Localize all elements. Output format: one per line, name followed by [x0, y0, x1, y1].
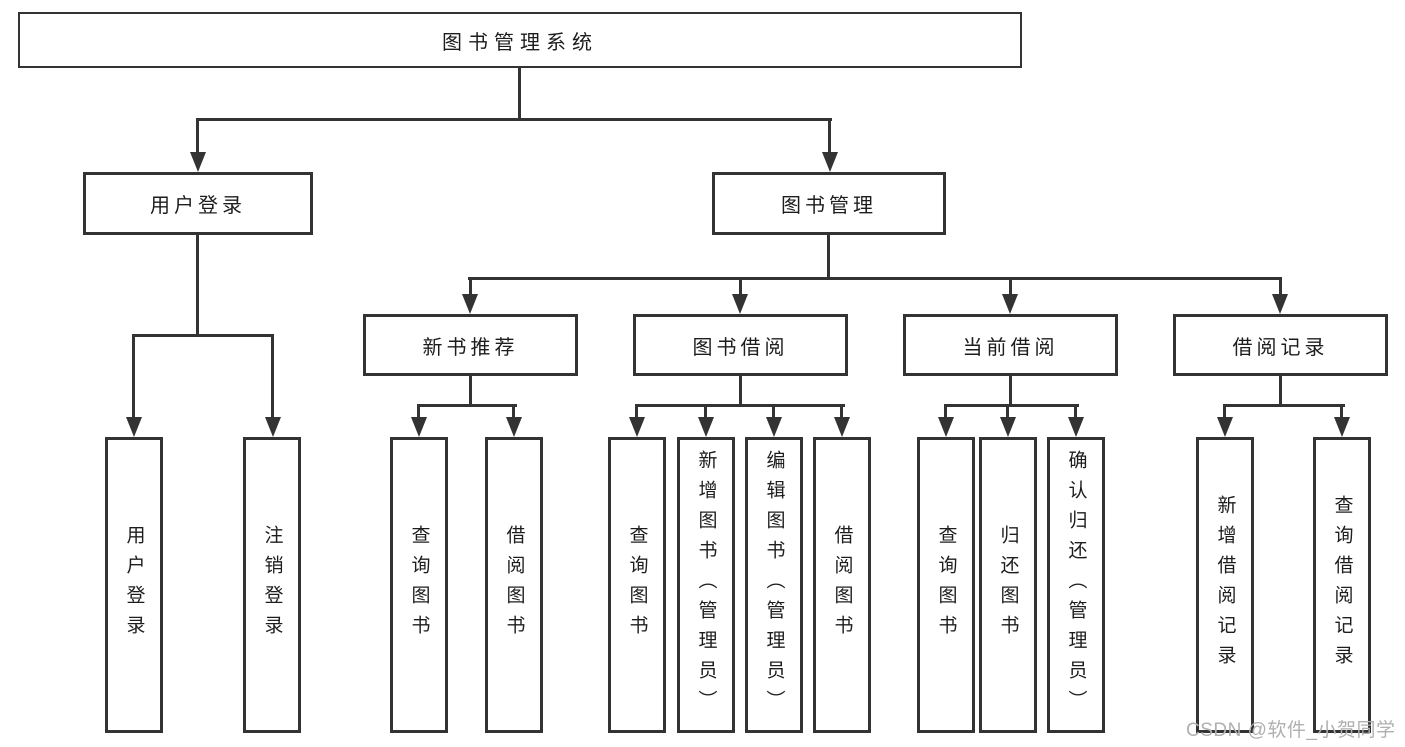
connector-line [132, 334, 135, 419]
connector-line [469, 376, 472, 406]
node-label: 图书管理 [781, 195, 877, 217]
connector-line [469, 277, 472, 296]
node-current-borrow: 当前借阅 [903, 314, 1118, 376]
node-leaf-borrow-book: 借阅图书 [813, 437, 871, 733]
arrow-down-icon [1217, 417, 1233, 437]
node-label: 新增图书（管理员） [695, 450, 717, 720]
node-leaf-add-book-admin: 新增图书（管理员） [677, 437, 735, 733]
node-book-borrow: 图书借阅 [633, 314, 848, 376]
arrow-down-icon [411, 417, 427, 437]
connector-line [512, 404, 515, 419]
arrow-down-icon [698, 417, 714, 437]
node-label: 查询图书 [408, 525, 430, 645]
node-leaf-borrow-query-book: 查询图书 [608, 437, 666, 733]
connector-line [827, 235, 830, 280]
node-label: 用户登录 [123, 525, 145, 645]
connector-line [1340, 404, 1343, 419]
node-user-login: 用户登录 [83, 172, 313, 235]
node-label: 新书推荐 [422, 336, 519, 359]
connector-line [132, 334, 274, 337]
connector-line [1009, 277, 1012, 296]
node-new-book-recommend: 新书推荐 [363, 314, 578, 376]
node-leaf-recommend-query-book: 查询图书 [390, 437, 448, 733]
connector-line [196, 118, 832, 121]
node-leaf-edit-book-admin: 编辑图书（管理员） [745, 437, 803, 733]
connector-line [1006, 404, 1009, 419]
arrow-down-icon [1000, 417, 1016, 437]
connector-line [417, 404, 517, 407]
node-leaf-query-borrow-record: 查询借阅记录 [1313, 437, 1371, 733]
arrow-down-icon [766, 417, 782, 437]
node-leaf-current-query-book: 查询图书 [917, 437, 975, 733]
node-label: 用户登录 [150, 195, 246, 217]
node-library-management-system: 图书管理系统 [18, 12, 1022, 68]
connector-line [1223, 404, 1345, 407]
node-label: 编辑图书（管理员） [763, 450, 785, 720]
node-label: 查询图书 [626, 525, 648, 645]
connector-line [1223, 404, 1226, 419]
csdn-watermark: CSDN @软件_小贺同学 [1186, 720, 1396, 741]
arrow-down-icon [1334, 417, 1350, 437]
arrow-down-icon [732, 294, 748, 314]
node-leaf-logout: 注销登录 [243, 437, 301, 733]
arrow-down-icon [506, 417, 522, 437]
arrow-down-icon [126, 417, 142, 437]
arrow-down-icon [1272, 294, 1288, 314]
node-label: 借阅图书 [831, 525, 853, 645]
arrow-down-icon [822, 152, 838, 172]
connector-line [944, 404, 1079, 407]
connector-line [739, 376, 742, 406]
node-label: 借阅图书 [503, 525, 525, 645]
connector-line [1279, 277, 1282, 296]
arrow-down-icon [190, 152, 206, 172]
node-borrow-record: 借阅记录 [1173, 314, 1388, 376]
node-label: 新增借阅记录 [1214, 495, 1236, 675]
arrow-down-icon [265, 417, 281, 437]
connector-line [944, 404, 947, 419]
node-label: 确认归还（管理员） [1065, 450, 1087, 720]
arrow-down-icon [462, 294, 478, 314]
node-book-management: 图书管理 [712, 172, 946, 235]
connector-line [840, 404, 843, 419]
node-leaf-add-borrow-record: 新增借阅记录 [1196, 437, 1254, 733]
node-label: 当前借阅 [962, 336, 1059, 359]
node-label: 借阅记录 [1232, 336, 1329, 359]
connector-line [739, 277, 742, 296]
arrow-down-icon [629, 417, 645, 437]
connector-line [828, 118, 831, 154]
arrow-down-icon [938, 417, 954, 437]
connector-line [1279, 376, 1282, 406]
arrow-down-icon [1068, 417, 1084, 437]
connector-line [271, 334, 274, 419]
node-label: 查询借阅记录 [1331, 495, 1353, 675]
connector-line [417, 404, 420, 419]
connector-line [704, 404, 707, 419]
connector-line [1074, 404, 1077, 419]
node-label: 图书借阅 [692, 336, 789, 359]
node-leaf-user-login: 用户登录 [105, 437, 163, 733]
connector-line [772, 404, 775, 419]
node-label: 查询图书 [935, 525, 957, 645]
arrow-down-icon [834, 417, 850, 437]
connector-line [635, 404, 638, 419]
connector-line [196, 235, 199, 337]
node-leaf-recommend-borrow-book: 借阅图书 [485, 437, 543, 733]
connector-line [635, 404, 845, 407]
node-leaf-return-book: 归还图书 [979, 437, 1037, 733]
connector-line [1009, 376, 1012, 406]
connector-line [468, 277, 1282, 280]
arrow-down-icon [1002, 294, 1018, 314]
node-label: 注销登录 [261, 525, 283, 645]
node-leaf-confirm-return-admin: 确认归还（管理员） [1047, 437, 1105, 733]
connector-line [518, 68, 521, 119]
connector-line [196, 118, 199, 154]
node-label: 图书管理系统 [442, 31, 598, 54]
node-label: 归还图书 [997, 525, 1019, 645]
